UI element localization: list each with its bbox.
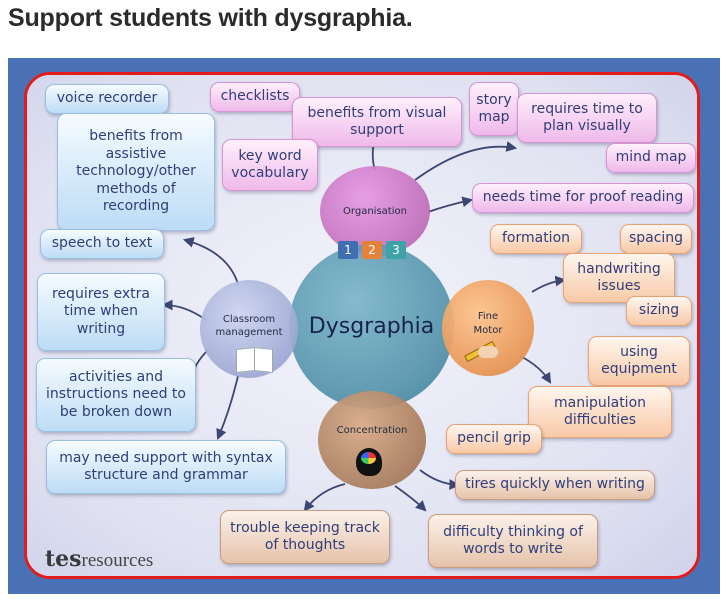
dysgraphia-label: Dysgraphia <box>308 314 435 339</box>
node-checklists: checklists <box>210 82 300 112</box>
dysgraphia-center: Dysgraphia <box>289 244 454 409</box>
node-mind-map: mind map <box>606 143 696 173</box>
organisation-label: Organisation <box>343 205 407 217</box>
node-sizing: sizing <box>626 296 692 326</box>
pencil-hand-icon <box>462 340 502 363</box>
page-title: Support students with dysgraphia. <box>8 4 413 32</box>
node-text: mind map <box>615 149 687 166</box>
node-manipulation: manipulation difficulties <box>528 386 672 438</box>
node-voice-recorder: voice recorder <box>45 84 169 114</box>
fine-motor-hub: Fine Motor <box>442 280 534 376</box>
node-key-word: key word vocabulary <box>222 139 318 191</box>
node-text: may need support with syntax structure a… <box>59 449 273 484</box>
logo-brand: tes <box>45 546 82 572</box>
node-text: key word vocabulary <box>231 147 309 182</box>
node-syntax: may need support with syntax structure a… <box>46 440 286 494</box>
node-text: using equipment <box>601 343 677 378</box>
node-text: handwriting issues <box>577 260 661 295</box>
node-text: requires time to plan visually <box>531 100 643 135</box>
node-text: activities and instructions need to be b… <box>46 368 186 420</box>
badge-two: 2 <box>362 241 382 259</box>
node-formation: formation <box>490 224 582 254</box>
node-text: story map <box>476 91 512 126</box>
node-text: tires quickly when writing <box>465 476 645 493</box>
node-requires-time-plan: requires time to plan visually <box>517 93 657 143</box>
concentration-label: Concentration <box>336 424 408 436</box>
node-text: voice recorder <box>56 90 158 107</box>
node-assistive-technology: benefits from assistive technology/other… <box>57 113 215 231</box>
node-pencil-grip: pencil grip <box>446 424 542 454</box>
tes-resources-logo: tesresources <box>45 546 153 572</box>
node-handwriting-issues: handwriting issues <box>563 253 675 303</box>
colorful-brain-head-icon <box>356 448 382 476</box>
node-text: difficulty thinking of words to write <box>443 523 583 558</box>
node-text: spacing <box>628 230 684 247</box>
node-using-equipment: using equipment <box>588 336 690 386</box>
node-tires-quickly: tires quickly when writing <box>455 470 655 500</box>
node-speech-to-text: speech to text <box>40 229 164 259</box>
node-text: pencil grip <box>457 430 531 447</box>
fine-motor-label: Fine Motor <box>473 311 503 336</box>
node-text: speech to text <box>51 235 153 252</box>
open-book-icon <box>236 347 273 373</box>
node-text: checklists <box>220 88 290 105</box>
node-story-map: story map <box>469 82 519 136</box>
node-proof-reading: needs time for proof reading <box>472 183 694 213</box>
node-text: trouble keeping track of thoughts <box>230 519 380 554</box>
node-text: sizing <box>638 302 680 319</box>
badge-three: 3 <box>386 241 406 259</box>
number-blocks-icon: 1 2 3 <box>338 239 410 261</box>
node-text: manipulation difficulties <box>553 394 647 429</box>
node-spacing: spacing <box>620 224 692 254</box>
node-extra-time: requires extra time when writing <box>37 273 165 351</box>
node-benefits-visual: benefits from visual support <box>292 97 462 147</box>
logo-suffix: resources <box>81 550 154 571</box>
node-text: benefits from visual support <box>307 104 447 139</box>
badge-one: 1 <box>338 241 358 259</box>
node-trouble-track: trouble keeping track of thoughts <box>220 510 390 564</box>
node-text: needs time for proof reading <box>482 189 684 206</box>
node-text: requires extra time when writing <box>52 285 150 337</box>
node-text: benefits from assistive technology/other… <box>76 128 196 215</box>
node-difficulty-words: difficulty thinking of words to write <box>428 514 598 568</box>
node-text: formation <box>501 230 571 247</box>
classroom-label: Classroom management <box>215 314 283 338</box>
node-broken-down: activities and instructions need to be b… <box>36 358 196 432</box>
